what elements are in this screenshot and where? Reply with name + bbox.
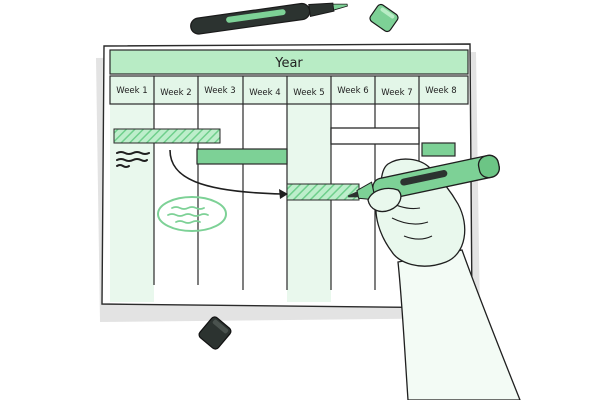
title-band bbox=[109, 49, 469, 75]
column-highlight-week-5 bbox=[287, 104, 331, 302]
scribble-note-oval bbox=[157, 196, 227, 232]
marker-pen-icon bbox=[190, 2, 348, 35]
hand-icon bbox=[347, 154, 521, 400]
marker-pen-in-hand bbox=[347, 154, 500, 201]
week-label-6: Week 6 bbox=[337, 86, 368, 96]
task-bar-filled-week-8 bbox=[421, 142, 456, 157]
week-label-5: Week 5 bbox=[293, 88, 324, 98]
dependency-arrow bbox=[169, 149, 283, 195]
week-label-3: Week 3 bbox=[204, 86, 235, 96]
scribble-note-dark bbox=[116, 151, 150, 168]
task-bar-outline-week-6-7 bbox=[330, 127, 420, 145]
task-bar-hatched-1 bbox=[113, 128, 221, 144]
chart-title: Year bbox=[274, 56, 303, 71]
week-labels: Week 1 Week 2 Week 3 Week 4 Week 5 Week … bbox=[116, 86, 456, 98]
dependency-arrow-head bbox=[279, 189, 288, 199]
week-label-4: Week 4 bbox=[249, 88, 280, 98]
marker-cap-icon-black bbox=[198, 316, 232, 350]
week-label-2: Week 2 bbox=[160, 88, 191, 98]
week-label-1: Week 1 bbox=[116, 86, 147, 96]
week-header-band bbox=[109, 75, 469, 105]
week-label-7: Week 7 bbox=[381, 88, 412, 98]
task-bar-filled-week-3-4 bbox=[196, 148, 288, 165]
task-bar-hatched-2 bbox=[286, 183, 360, 201]
week-label-8: Week 8 bbox=[425, 86, 456, 96]
marker-cap-icon bbox=[369, 3, 399, 33]
